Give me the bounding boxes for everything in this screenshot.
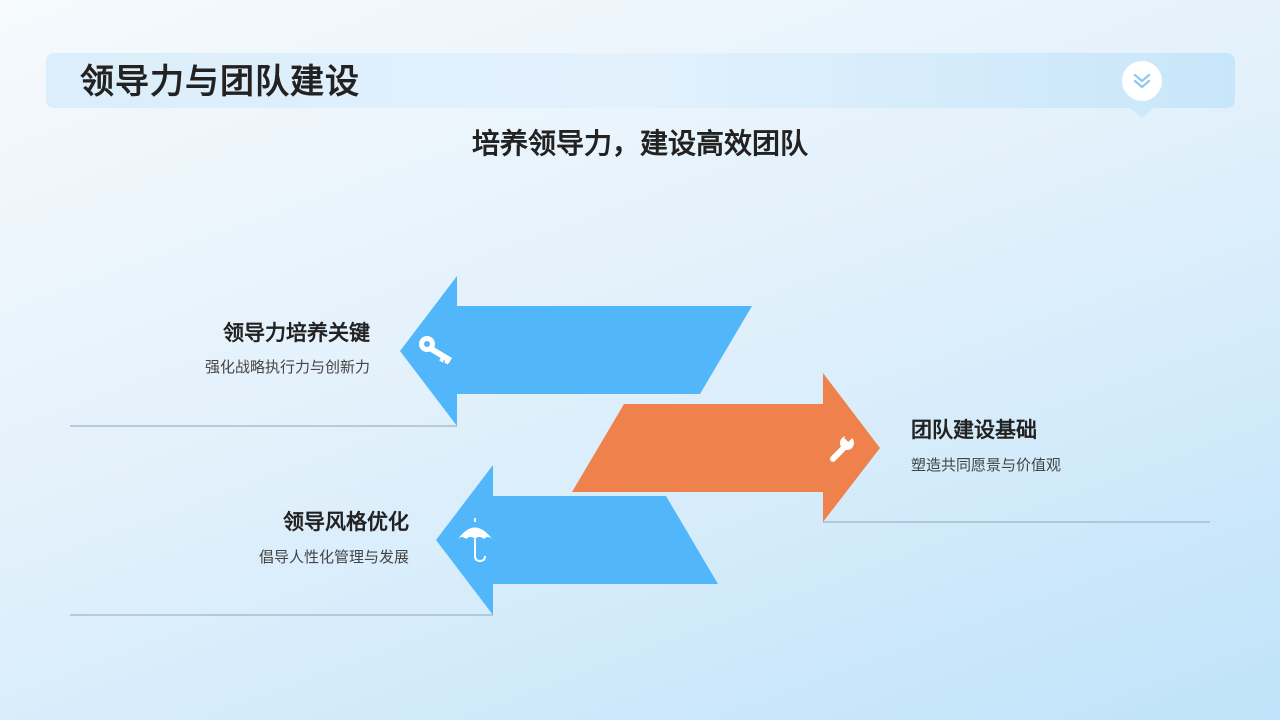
item-title-leadership-style: 领导风格优化 — [283, 510, 409, 534]
umbrella-icon — [458, 518, 492, 563]
double-chevron-down-icon[interactable] — [1122, 61, 1162, 101]
item-title-team-foundation: 团队建设基础 — [911, 418, 1037, 442]
page-subtitle: 培养领导力，建设高效团队 — [471, 127, 808, 160]
arrow-1 — [400, 276, 752, 426]
title-bar — [46, 53, 1235, 118]
wrench-icon — [829, 432, 854, 462]
title-bar-notch — [1130, 108, 1154, 118]
key-icon — [419, 336, 452, 365]
item-desc-leadership-style: 倡导人性化管理与发展 — [258, 548, 409, 566]
item-desc-team-foundation: 塑造共同愿景与价值观 — [911, 456, 1062, 474]
item-desc-leadership-key: 强化战略执行力与创新力 — [204, 358, 370, 376]
item-title-leadership-key: 领导力培养关键 — [223, 321, 370, 345]
page-title: 领导力与团队建设 — [80, 62, 360, 102]
arrow-2 — [572, 373, 880, 522]
arrow-3 — [436, 465, 718, 615]
